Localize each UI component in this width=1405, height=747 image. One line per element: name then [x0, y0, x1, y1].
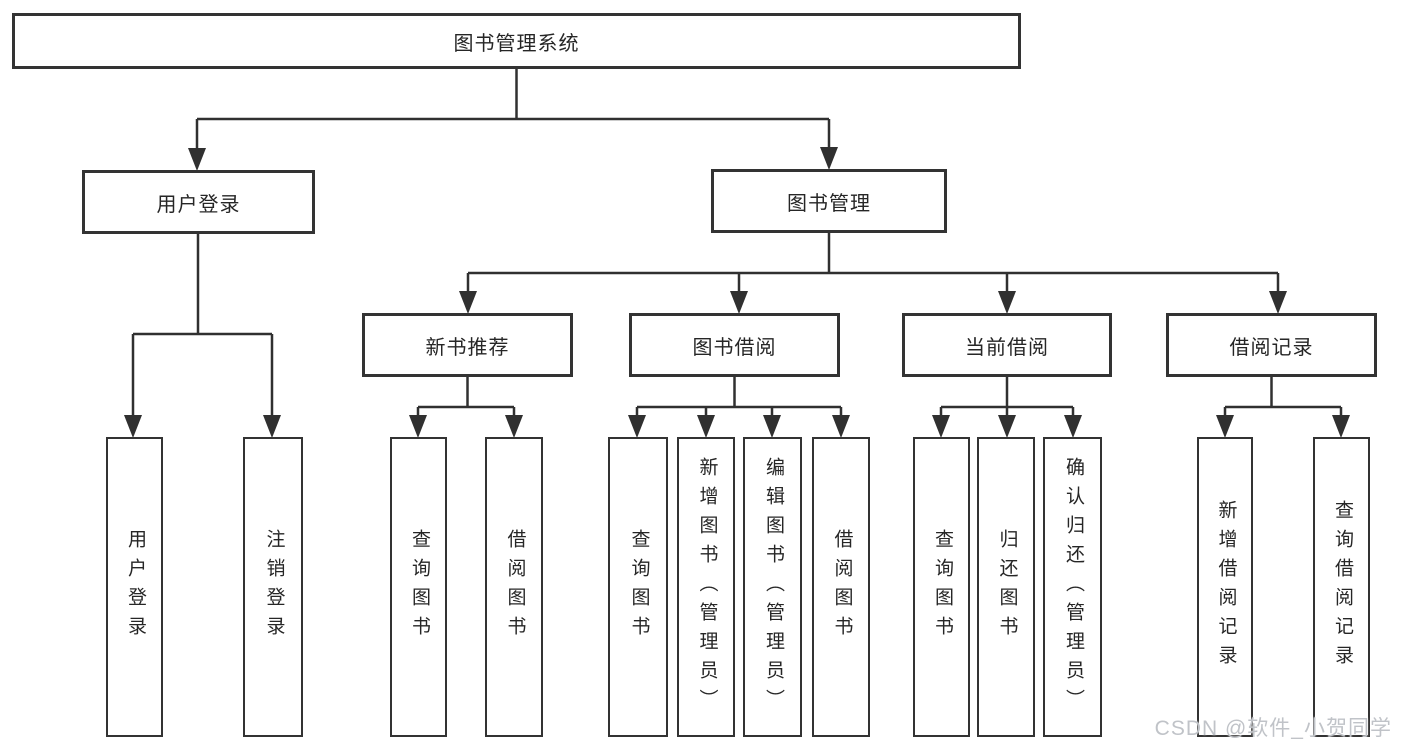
- node-book-borrow: 图书借阅: [629, 313, 840, 377]
- arrow-down-icon: [820, 147, 838, 170]
- arrowheads: [124, 147, 1350, 438]
- arrow-down-icon: [505, 415, 523, 438]
- leaf-query-books-borrow: 查询图书: [608, 437, 668, 737]
- node-current-borrow-label: 当前借阅: [965, 336, 1049, 359]
- arrow-down-icon: [932, 415, 950, 438]
- leaf-edit-book-admin-label: 编辑图书（管理员）: [762, 456, 784, 718]
- node-user-login-label: 用户登录: [156, 193, 241, 216]
- node-borrow-records: 借阅记录: [1166, 313, 1377, 377]
- arrow-down-icon: [998, 415, 1016, 438]
- connector-new-book-to-leaves: [416, 377, 516, 419]
- node-new-book-recommend-label: 新书推荐: [425, 336, 510, 359]
- leaf-borrow-books: 借阅图书: [812, 437, 870, 737]
- arrow-down-icon: [459, 291, 477, 314]
- node-book-management-label: 图书管理: [787, 192, 871, 215]
- connector-current-borrow-to-leaves: [939, 377, 1075, 419]
- leaf-edit-book-admin: 编辑图书（管理员）: [743, 437, 802, 737]
- connector-book-management-to-level3: [466, 233, 1280, 295]
- node-borrow-records-label: 借阅记录: [1229, 336, 1314, 359]
- arrow-down-icon: [763, 415, 781, 438]
- node-book-management: 图书管理: [711, 169, 947, 233]
- connector-book-borrow-to-leaves: [635, 377, 843, 419]
- leaf-borrow-books-recommend-label: 借阅图书: [504, 529, 526, 645]
- leaf-query-borrow-record-label: 查询借阅记录: [1331, 500, 1353, 674]
- leaf-add-book-admin-label: 新增图书（管理员）: [696, 456, 718, 718]
- node-book-borrow-label: 图书借阅: [692, 336, 777, 359]
- arrow-down-icon: [832, 415, 850, 438]
- arrow-down-icon: [1269, 291, 1287, 314]
- leaf-logout: 注销登录: [243, 437, 303, 737]
- leaf-query-books-borrow-label: 查询图书: [628, 529, 650, 645]
- leaf-add-borrow-record-label: 新增借阅记录: [1215, 500, 1237, 674]
- leaf-borrow-books-recommend: 借阅图书: [485, 437, 543, 737]
- node-current-borrow: 当前借阅: [902, 313, 1112, 377]
- leaf-return-books-label: 归还图书: [996, 529, 1018, 645]
- leaf-query-books-recommend-label: 查询图书: [408, 529, 430, 645]
- arrow-down-icon: [730, 291, 748, 314]
- leaf-query-books-current: 查询图书: [913, 437, 970, 737]
- leaf-return-books: 归还图书: [977, 437, 1035, 737]
- leaf-user-login-label: 用户登录: [124, 529, 146, 645]
- watermark: CSDN @软件_小贺同学: [1154, 717, 1392, 740]
- arrow-down-icon: [263, 415, 281, 438]
- node-new-book-recommend: 新书推荐: [362, 313, 573, 377]
- arrow-down-icon: [188, 148, 206, 171]
- arrow-down-icon: [628, 415, 646, 438]
- arrow-down-icon: [1332, 415, 1350, 438]
- leaf-logout-label: 注销登录: [263, 529, 285, 645]
- leaf-query-borrow-record: 查询借阅记录: [1313, 437, 1370, 737]
- leaf-add-borrow-record: 新增借阅记录: [1197, 437, 1253, 737]
- arrow-down-icon: [1216, 415, 1234, 438]
- connector-root-to-level2: [195, 69, 831, 151]
- leaf-confirm-return-admin-label: 确认归还（管理员）: [1062, 456, 1084, 718]
- connector-user-login-to-leaves: [131, 234, 274, 419]
- node-root: 图书管理系统: [12, 13, 1021, 69]
- arrow-down-icon: [409, 415, 427, 438]
- leaf-add-book-admin: 新增图书（管理员）: [677, 437, 735, 737]
- leaf-user-login: 用户登录: [106, 437, 163, 737]
- leaf-borrow-books-label: 借阅图书: [831, 529, 853, 645]
- arrow-down-icon: [124, 415, 142, 438]
- arrow-down-icon: [1064, 415, 1082, 438]
- leaf-query-books-current-label: 查询图书: [931, 529, 953, 645]
- arrow-down-icon: [697, 415, 715, 438]
- node-root-label: 图书管理系统: [453, 32, 580, 55]
- leaf-query-books-recommend: 查询图书: [390, 437, 447, 737]
- arrow-down-icon: [998, 291, 1016, 314]
- connector-borrow-records-to-leaves: [1223, 377, 1343, 419]
- node-user-login: 用户登录: [82, 170, 315, 234]
- leaf-confirm-return-admin: 确认归还（管理员）: [1043, 437, 1102, 737]
